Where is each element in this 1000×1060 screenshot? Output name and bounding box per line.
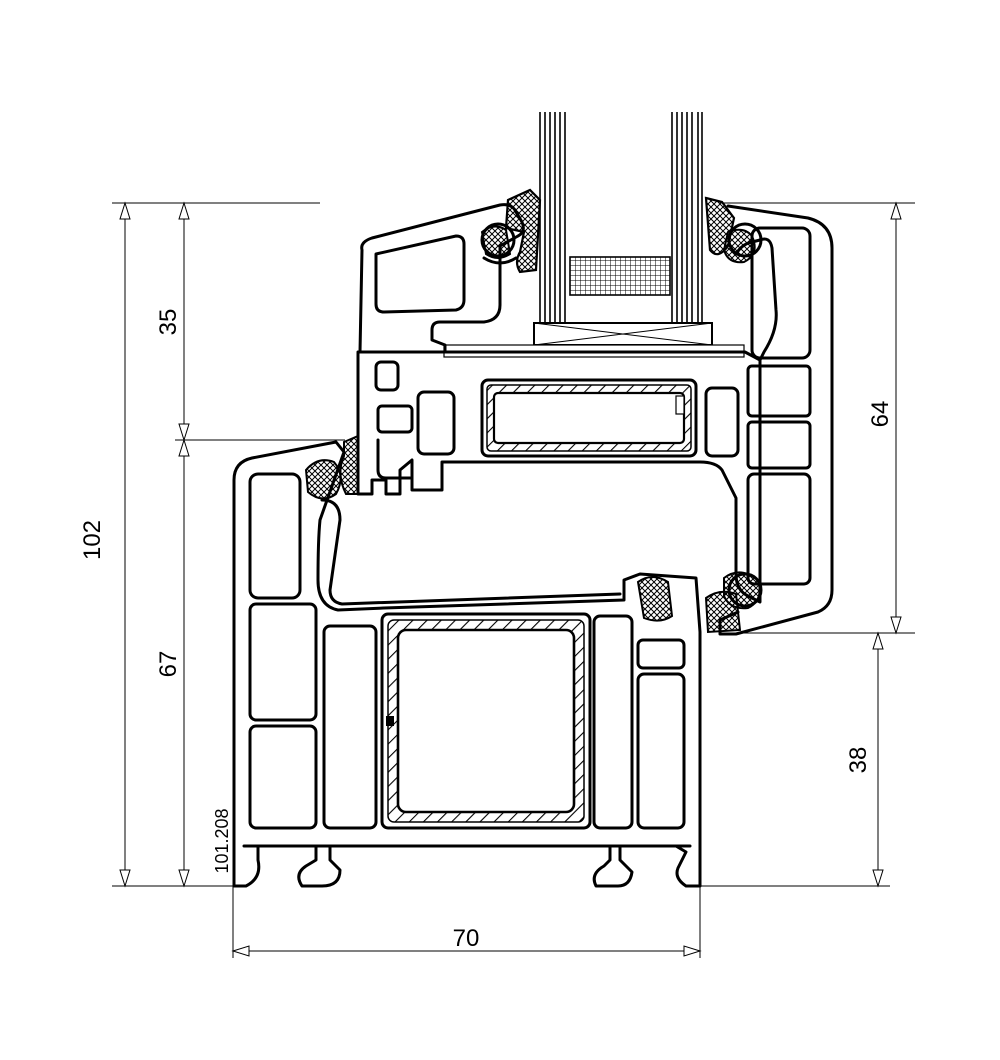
part-code-label: 101.208 xyxy=(212,808,232,873)
dim-label-sash-height: 64 xyxy=(867,401,894,428)
gaskets xyxy=(304,188,761,634)
dim-label-sash-top: 35 xyxy=(155,309,182,336)
dimension-lines xyxy=(112,201,915,958)
dim-label-width: 70 xyxy=(453,925,480,952)
dim-label-total-height: 102 xyxy=(79,520,106,560)
frame-profile xyxy=(232,440,702,888)
dim-label-bottom-height: 38 xyxy=(845,747,872,774)
dim-label-frame-height: 67 xyxy=(155,651,182,678)
